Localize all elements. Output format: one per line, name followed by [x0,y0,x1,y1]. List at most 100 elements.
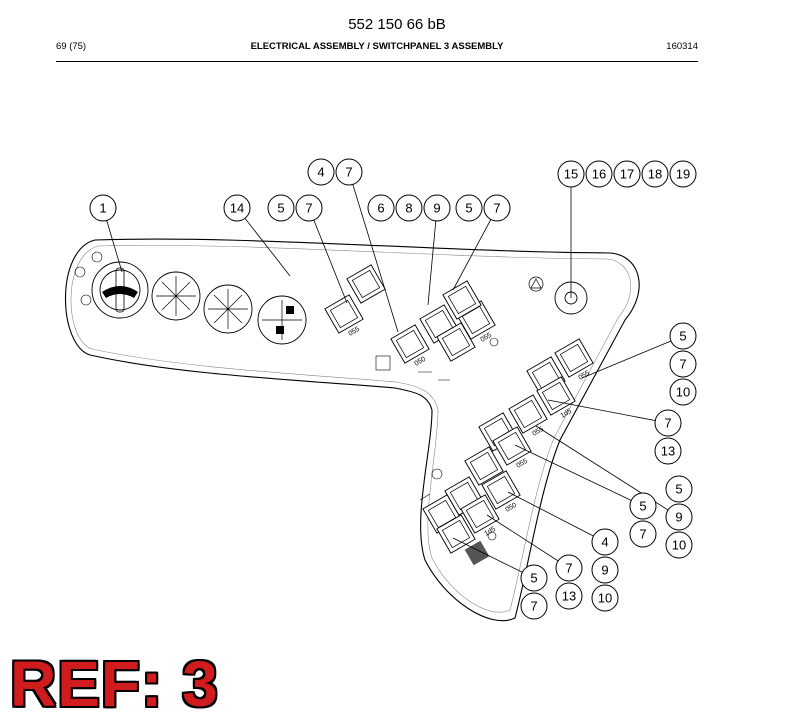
callout-circle [335,158,363,186]
callout-number: 7 [493,201,500,216]
callout-number: 7 [305,201,312,216]
rotary-selector [91,261,149,319]
callout-circle [591,556,619,584]
callout-number: 14 [230,201,244,216]
leader-line [535,425,680,518]
callout-number: 9 [433,201,440,216]
callout-circle [629,492,657,520]
callout-number: 5 [675,482,682,497]
callout-bubble: 10 [669,378,697,406]
callout-bubble: 13 [555,582,583,610]
joystick-disc [257,295,307,345]
callout-bubble: 9 [591,556,619,584]
callout-bubble: 7 [295,194,323,222]
page-number: 69 (75) [56,41,87,52]
callout-bubble: 4 [591,528,619,556]
callout-circle [654,409,682,437]
callout-bubble: 7 [520,592,548,620]
document-number: 552 150 66 bB [348,16,446,33]
callout-circle [555,554,583,582]
callout-circle [665,503,693,531]
leader-line [507,491,606,543]
button-frame [536,376,576,416]
button-label: 1d5 [559,408,573,420]
button-label: 055 [479,332,493,344]
callout-bubble: 5 [455,194,483,222]
callout-circle [89,194,117,222]
callout-circle [669,322,697,350]
callout-number: 1 [99,201,106,216]
button-label: 055 [515,458,529,470]
leader-line [452,537,535,579]
callout-circle [585,160,613,188]
panel-button: 1d5 [460,494,500,538]
button-face [469,451,499,481]
callout-bubble: 5 [665,475,693,503]
callout-number: 10 [676,385,690,400]
callout-circle [629,520,657,548]
button-face [497,431,527,461]
callout-bubble: 7 [335,158,363,186]
callout-bubble: 7 [654,409,682,437]
callout-bubble: 5 [267,194,295,222]
callout-number: 6 [377,201,384,216]
callout-number: 5 [679,329,686,344]
callout-number: 7 [639,527,646,542]
button-frame [346,264,386,304]
callout-bubble: 16 [585,160,613,188]
callout-number: 7 [345,165,352,180]
callout-circle [395,194,423,222]
panel-button [464,446,504,486]
button-frame [436,514,476,554]
callout-circle [669,378,697,406]
callout-number: 4 [317,165,324,180]
callout-bubble: 5 [629,492,657,520]
header-row: 69 (75) ELECTRICAL ASSEMBLY / SWITCHPANE… [56,41,698,57]
callout-circle [557,160,585,188]
button-face [329,299,359,329]
callout-bubble: 10 [665,531,693,559]
leader-line [581,335,684,379]
ref-label: REF: 3 [10,648,219,720]
button-frame [508,394,548,434]
side-icons [74,251,103,306]
leader-line [514,444,644,507]
button-frame [481,470,521,510]
callout-circle [455,194,483,222]
callout-number: 7 [664,416,671,431]
callout-number: 5 [465,201,472,216]
panel-button: 055 [492,426,532,470]
callout-bubble: 19 [669,160,697,188]
button-label: 1d5 [483,526,497,538]
panel-button [442,280,482,320]
button-face [465,499,495,529]
callout-circle [520,564,548,592]
callout-circle [367,194,395,222]
callout-number: 18 [648,167,662,182]
callout-bubble: 4 [307,158,335,186]
callout-bubble: 7 [483,194,511,222]
joystick-disc [151,271,201,321]
button-frame [464,446,504,486]
callout-number: 4 [601,535,608,550]
callout-circle [641,160,669,188]
button-frame [324,294,364,334]
button-face [559,343,589,373]
panel-button: 1d5 [536,376,576,420]
callout-bubble: 15 [557,160,585,188]
button-frame [442,280,482,320]
panel-button: 055 [508,394,548,438]
callout-circle [591,528,619,556]
callout-circle [423,194,451,222]
leader-line [486,514,570,569]
button-frame [460,494,500,534]
callout-circle [613,160,641,188]
leader-line [308,207,348,304]
panel-button: 055 [324,294,364,338]
callout-bubble: 9 [665,503,693,531]
panel-button [346,264,386,304]
callout-circle [669,160,697,188]
callout-circle [483,194,511,222]
callout-bubble: 5 [520,564,548,592]
leader-line [236,207,291,277]
